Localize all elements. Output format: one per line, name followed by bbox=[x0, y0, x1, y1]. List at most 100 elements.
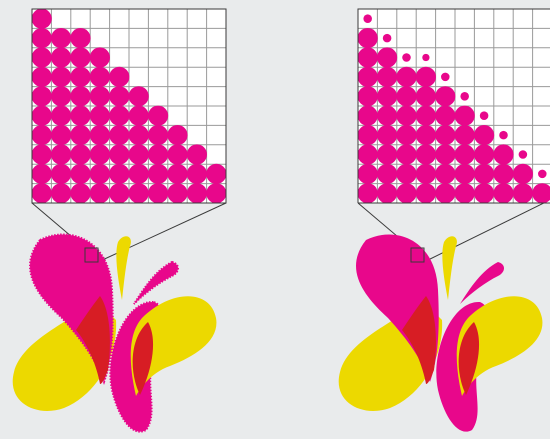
left-halftone-dot bbox=[90, 144, 110, 164]
right-halftone-dot bbox=[455, 106, 475, 126]
right-halftone-dot bbox=[416, 67, 436, 87]
right-halftone-dot bbox=[416, 144, 436, 164]
left-halftone-dot bbox=[70, 183, 90, 203]
right-small-dot bbox=[538, 170, 547, 179]
right-small-dot bbox=[499, 131, 508, 140]
right-halftone-dot bbox=[396, 86, 416, 106]
right-halftone-dot bbox=[416, 106, 436, 126]
left-halftone-dot bbox=[129, 86, 149, 106]
right-halftone-dot bbox=[377, 86, 397, 106]
right-halftone-dot bbox=[416, 183, 436, 203]
right-halftone-dot bbox=[493, 183, 513, 203]
left-halftone-dot bbox=[148, 164, 168, 184]
left-halftone-dot bbox=[51, 67, 71, 87]
left-halftone-dot bbox=[51, 144, 71, 164]
right-halftone-dot bbox=[358, 144, 378, 164]
left-halftone-dot bbox=[90, 86, 110, 106]
right-halftone-dot bbox=[396, 106, 416, 126]
left-halftone-dot bbox=[167, 183, 187, 203]
left-halftone-dot bbox=[32, 47, 52, 67]
right-small-dot bbox=[480, 111, 489, 120]
left-halftone-dot bbox=[109, 67, 129, 87]
left-halftone-dot bbox=[90, 183, 110, 203]
right-halftone-dot bbox=[377, 47, 397, 67]
right-halftone-dot bbox=[396, 125, 416, 145]
left-halftone-dot bbox=[51, 125, 71, 145]
right-halftone-dot bbox=[377, 67, 397, 87]
right-halftone-dot bbox=[455, 164, 475, 184]
right-halftone-dot bbox=[358, 125, 378, 145]
right-halftone-dot bbox=[416, 164, 436, 184]
right-halftone-dot bbox=[377, 183, 397, 203]
right-halftone-dot bbox=[358, 183, 378, 203]
right-halftone-dot bbox=[358, 67, 378, 87]
left-halftone-dot bbox=[70, 47, 90, 67]
right-magenta-antenna bbox=[460, 262, 504, 304]
right-halftone-dot bbox=[358, 28, 378, 48]
left-halftone-dot bbox=[167, 144, 187, 164]
left-halftone-dot bbox=[70, 106, 90, 126]
left-halftone-dot bbox=[148, 125, 168, 145]
left-halftone-dot bbox=[32, 106, 52, 126]
right-halftone-dot bbox=[435, 183, 455, 203]
left-halftone-dot bbox=[129, 125, 149, 145]
left-halftone-dot bbox=[70, 125, 90, 145]
right-halftone-dot bbox=[474, 144, 494, 164]
right-halftone-dot bbox=[474, 183, 494, 203]
right-halftone-dot bbox=[377, 144, 397, 164]
right-halftone-dot bbox=[358, 106, 378, 126]
left-yellow-antenna bbox=[116, 236, 131, 300]
left-halftone-dot bbox=[109, 144, 129, 164]
left-halftone-dot bbox=[187, 183, 207, 203]
left-magenta-antenna bbox=[134, 262, 178, 304]
left-halftone-dot bbox=[70, 67, 90, 87]
left-halftone-dot bbox=[148, 144, 168, 164]
left-halftone-dot bbox=[187, 144, 207, 164]
left-halftone-dot bbox=[90, 164, 110, 184]
right-halftone-dot bbox=[513, 183, 533, 203]
left-halftone-dot bbox=[32, 164, 52, 184]
left-halftone-dot bbox=[51, 106, 71, 126]
right-halftone-dot bbox=[455, 125, 475, 145]
right-halftone-dot bbox=[435, 86, 455, 106]
left-halftone-dot bbox=[51, 86, 71, 106]
left-halftone-dot bbox=[51, 183, 71, 203]
left-panel bbox=[13, 9, 227, 432]
left-halftone-dot bbox=[70, 86, 90, 106]
right-halftone-dot bbox=[396, 183, 416, 203]
right-halftone-dot bbox=[493, 144, 513, 164]
left-halftone-dot bbox=[32, 183, 52, 203]
right-small-dot bbox=[383, 34, 392, 43]
right-halftone-dot bbox=[455, 144, 475, 164]
left-halftone-dot bbox=[32, 144, 52, 164]
left-halftone-dot bbox=[109, 183, 129, 203]
right-halftone-dot bbox=[435, 144, 455, 164]
right-small-dot bbox=[363, 14, 372, 23]
right-small-dot bbox=[422, 54, 429, 61]
right-halftone-dot bbox=[435, 106, 455, 126]
left-halftone-dot bbox=[129, 183, 149, 203]
left-halftone-dot bbox=[70, 164, 90, 184]
left-halftone-dot bbox=[51, 47, 71, 67]
right-halftone-dot bbox=[435, 164, 455, 184]
left-halftone-dot bbox=[206, 164, 226, 184]
left-halftone-dot bbox=[129, 106, 149, 126]
right-halftone-dot bbox=[474, 164, 494, 184]
left-halftone-dot bbox=[148, 106, 168, 126]
left-halftone-dot bbox=[70, 144, 90, 164]
left-halftone-dot bbox=[70, 28, 90, 48]
right-halftone-dot bbox=[396, 67, 416, 87]
left-halftone-dot bbox=[129, 144, 149, 164]
right-small-dot bbox=[402, 53, 411, 62]
left-butterfly bbox=[13, 234, 217, 431]
left-halftone-dot bbox=[90, 67, 110, 87]
right-small-dot bbox=[441, 73, 450, 82]
right-halftone-dot bbox=[474, 125, 494, 145]
left-halftone-dot bbox=[90, 125, 110, 145]
right-yellow-antenna bbox=[442, 236, 457, 300]
left-halftone-dot bbox=[109, 164, 129, 184]
right-halftone-dot bbox=[377, 125, 397, 145]
left-halftone-dot bbox=[109, 125, 129, 145]
left-halftone-dot bbox=[90, 106, 110, 126]
